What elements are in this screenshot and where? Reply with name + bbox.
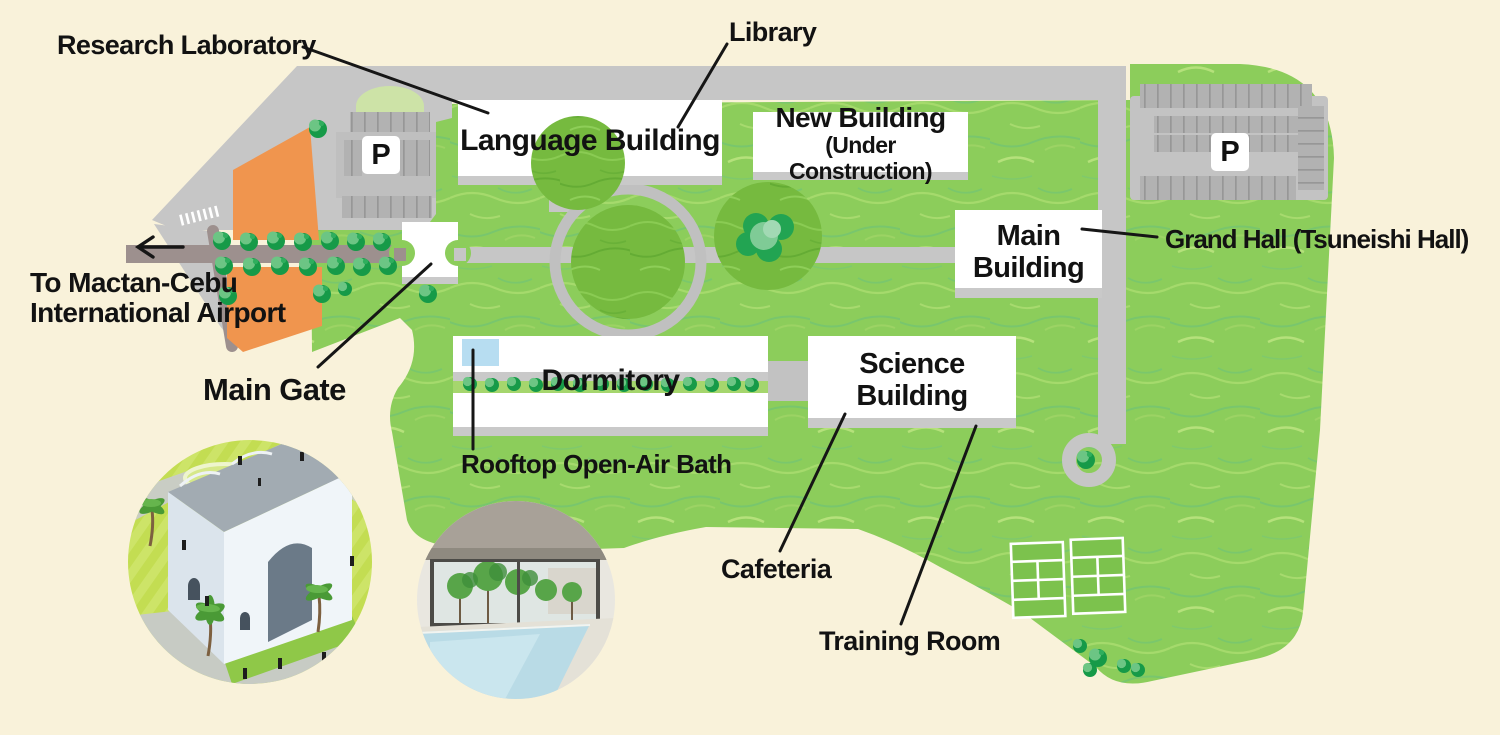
crosswalk — [179, 205, 220, 226]
photo-gate-aerial — [128, 440, 372, 684]
training-room-line — [899, 424, 978, 626]
main-building-label: Main Building — [972, 219, 1085, 284]
main-gate-label: Main Gate — [203, 372, 346, 407]
grand-hall-label: Grand Hall (Tsuneishi Hall) — [1165, 224, 1469, 254]
parking-badge-right: P — [1211, 133, 1249, 171]
cafeteria-label: Cafeteria — [721, 554, 832, 584]
language-building-label: Language Building — [460, 124, 720, 158]
grand-hall-line — [1080, 227, 1159, 239]
training-room-label: Training Room — [819, 626, 1001, 656]
rooftop-bath-marker — [462, 339, 499, 366]
photo-rooftop-pool — [417, 501, 615, 699]
library-line — [676, 42, 729, 129]
science-building-label: Science Building — [856, 347, 968, 412]
leader-lines — [301, 42, 1159, 626]
dormitory-label: Dormitory — [541, 364, 681, 398]
new-building-block — [753, 112, 968, 180]
pale-green-canopy — [356, 86, 424, 112]
rooftop-bath-label: Rooftop Open-Air Bath — [461, 449, 732, 479]
parking-badge-left: P — [362, 136, 400, 174]
research-laboratory-label: Research Laboratory — [57, 30, 316, 60]
main-gate-line — [316, 262, 433, 369]
airport-arrow-icon — [134, 235, 185, 259]
dorm-science-path — [768, 361, 808, 401]
cafeteria-line — [778, 412, 847, 553]
library-label: Library — [729, 17, 817, 47]
main-building-block — [955, 210, 1102, 298]
flower-tree — [736, 213, 794, 262]
science-building-block — [808, 336, 1016, 428]
trees — [531, 116, 822, 319]
research-laboratory-building — [227, 127, 322, 352]
research-laboratory-line — [301, 45, 490, 115]
airport-label: To Mactan-Cebu International Airport — [30, 267, 286, 329]
new-building-label: New Building (Under Construction) — [775, 101, 946, 184]
main-gate-structure — [389, 222, 471, 284]
parking-lot-left — [336, 86, 436, 218]
tennis-courts — [1009, 536, 1127, 620]
